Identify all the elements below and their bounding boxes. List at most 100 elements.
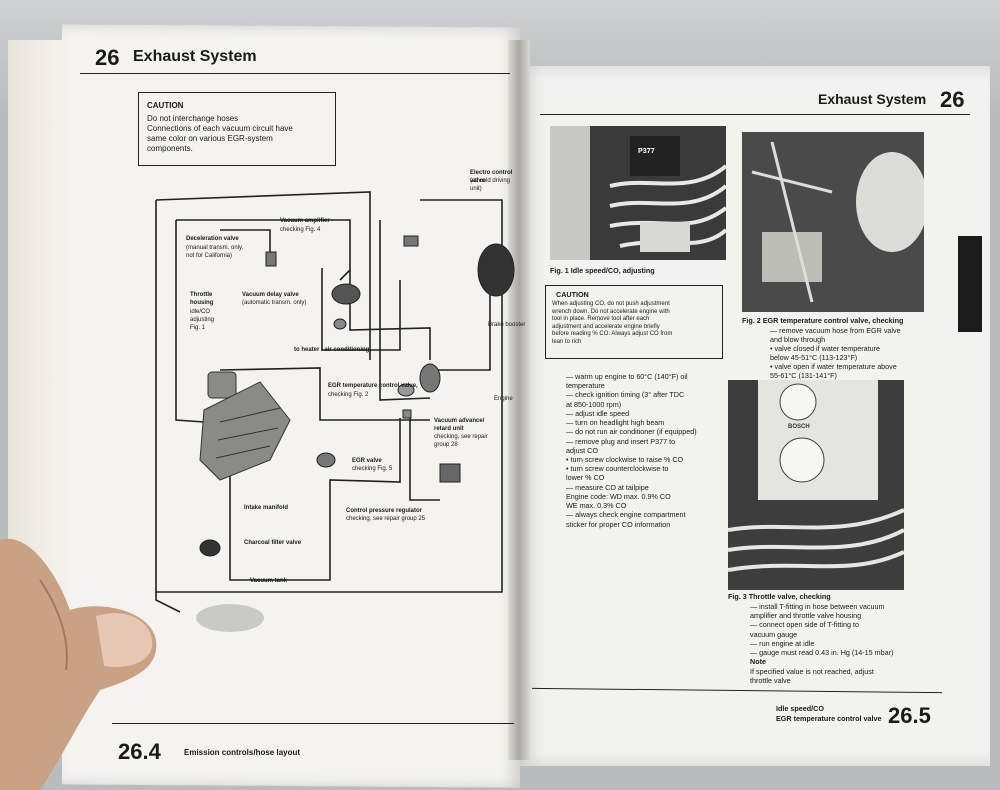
label-electro-control-sub: (all cold driving unit) [470, 178, 511, 192]
step-line: — turn on headlight high beam [566, 418, 665, 428]
step-line: — check ignition timing (3° after TDC [566, 390, 685, 400]
right-caution-line: wrench down. Do not accelerate engine wi… [552, 308, 670, 315]
fig2-line: — remove vacuum hose from EGR valve [770, 326, 901, 335]
label-deceleration: Deceleration valve [186, 236, 239, 242]
label-intake-manifold: Intake manifold [244, 505, 289, 511]
step-line: at 850-1000 rpm) [566, 399, 622, 409]
fig3-line: — gauge must read 0.43 in. Hg (14-15 mba… [750, 648, 894, 658]
caution-line: components. [147, 144, 193, 153]
fig2-line: • valve closed if water temperature [770, 344, 880, 353]
fig2-line: • valve open if water temperature above [770, 362, 897, 371]
fig3-line: — install T-fitting in hose between vacu… [750, 602, 885, 611]
hand-image [0, 538, 157, 790]
step-line: — always check engine compartment [566, 510, 686, 520]
label-vacuum-advance: Vacuum advance/ [434, 418, 485, 424]
fig3-caption: Fig. 3 Throttle valve, checking [728, 592, 831, 601]
step-line: Engine code: WD max. 0.9% CO [566, 491, 671, 501]
label-vacuum-advance: group 28 [434, 442, 458, 448]
fig3-line: vacuum gauge [750, 629, 798, 639]
fig2-line: below 45-51°C (113-123°F) [770, 353, 858, 362]
step-line: — warm up engine to 60°C (140°F) oil [566, 372, 688, 381]
label-engine: Engine [494, 396, 513, 402]
right-header-number: 26 [940, 87, 965, 112]
caution-title: CAUTION [147, 101, 184, 110]
label-throttle: Fig. 1 [190, 325, 206, 331]
fig1-caption: Fig. 1 Idle speed/CO, adjusting [550, 266, 655, 275]
fig2-line: and blow through [770, 335, 826, 344]
label-vacuum-amplifier-sub: checking Fig. 4 [280, 227, 321, 233]
step-line: WE max. 0.3% CO [566, 501, 627, 511]
label-throttle: Throttle [190, 292, 213, 298]
label-control-pressure-sub: checking, see repair group 25 [346, 516, 426, 522]
note-title: Note [750, 657, 766, 667]
step-line: — adjust idle speed [566, 408, 630, 418]
label-to-heater: to heater / air conditioning [294, 347, 370, 353]
fig3-lines: — install T-fitting in hose between vacu… [750, 602, 940, 685]
right-caution-line: tool in place. Remove tool after each [552, 316, 650, 322]
label-vacuum-amplifier: Vacuum amplifier [280, 218, 330, 224]
right-footer-number: 26.5 [888, 703, 931, 728]
label-vacuum-advance: checking, see repair [434, 434, 488, 440]
label-egr-valve-sub: checking Fig. 5 [352, 466, 393, 472]
label-deceleration-sub1: (manual transm. only, [186, 245, 244, 251]
right-caution-title: CAUTION [556, 290, 589, 299]
fig2-line: 55-61°C (131-141°F) [770, 371, 837, 380]
label-brake-booster: Brake booster [488, 322, 526, 328]
section-tab [958, 236, 982, 332]
fig3-line: — connect open side of T-fitting to [750, 620, 859, 630]
label-throttle: housing [190, 300, 214, 306]
step-line: lower % CO [566, 473, 605, 483]
fig1-photo: P377 [550, 126, 726, 260]
label-charcoal-filter: Charcoal filter valve [244, 540, 302, 546]
fig1-photo-label: P377 [638, 146, 655, 155]
right-caution-line: adjustment and accelerate engine briefly [552, 323, 660, 330]
right-caution-box: CAUTION When adjusting CO, do not push a… [545, 285, 723, 359]
label-vacuum-delay-sub: (automatic transm. only) [242, 300, 307, 306]
label-egr-temp-sub: checking Fig. 2 [328, 392, 369, 398]
step-line: — remove plug and insert P377 to [566, 436, 676, 446]
label-vacuum-advance: retard unit [434, 426, 464, 432]
gauge-brand: BOSCH [788, 424, 810, 430]
hose-layout-diagram [155, 191, 515, 632]
note-line: If specified value is not reached, adjus… [750, 666, 874, 676]
right-caution-line: before reading % CO. Always adjust CO fr… [552, 331, 673, 337]
label-throttle: adjusting [190, 317, 215, 323]
caution-line: same color on various EGR-system [147, 134, 273, 143]
label-throttle: idle/CO [190, 309, 211, 315]
right-caution-line: lean to rich [552, 338, 582, 345]
left-footer-number: 26.4 [118, 739, 161, 764]
step-line: • turn screw counterclockwise to [566, 464, 669, 474]
left-header-number: 26 [95, 45, 120, 70]
fig2-photo [742, 132, 924, 312]
left-header-rule [80, 73, 510, 74]
label-control-pressure: Control pressure regulator [346, 508, 423, 514]
label-electro-control: Electro control valve [470, 170, 513, 184]
note-line: throttle valve [750, 675, 791, 685]
label-vacuum-tank: Vacuum tank [250, 578, 288, 584]
label-egr-valve: EGR valve [352, 458, 382, 464]
label-egr-temp: EGR temperature control valve, [328, 383, 418, 389]
left-caution-box: CAUTION Do not interchange hoses Connect… [138, 92, 336, 166]
left-header-title: Exhaust System [133, 48, 257, 65]
label-deceleration-sub2: not for California) [186, 253, 233, 259]
caution-line: Connections of each vacuum circuit have [147, 124, 293, 133]
step-line: sticker for proper CO information [566, 519, 671, 529]
right-header-title: Exhaust System [818, 91, 927, 107]
right-caution-line: When adjusting CO, do not push adjustmen… [552, 301, 670, 307]
step-line: — do not run air conditioner (if equippe… [566, 427, 697, 437]
fig3-photo: BOSCH [728, 380, 904, 590]
fig3-line: amplifier and throttle valve housing [750, 611, 862, 621]
right-header-rule [540, 114, 970, 115]
left-footer-title: Emission controls/hose layout [184, 748, 301, 757]
step-line: temperature [566, 381, 605, 391]
fig2-caption: Fig. 2 EGR temperature control valve, ch… [742, 316, 904, 325]
step-line: adjust CO [566, 445, 598, 455]
caution-line: Do not interchange hoses [147, 114, 239, 123]
right-footer-sub1: Idle speed/CO [776, 704, 824, 713]
label-vacuum-delay: Vacuum delay valve [242, 292, 299, 298]
procedure-steps: — warm up engine to 60°C (140°F) oil tem… [566, 372, 736, 529]
right-footer-sub2: EGR temperature control valve [776, 714, 882, 723]
left-footer-rule [112, 723, 514, 724]
step-line: • turn screw clockwise to raise % CO [566, 454, 684, 464]
fig3-line: — run engine at idle [750, 638, 815, 648]
